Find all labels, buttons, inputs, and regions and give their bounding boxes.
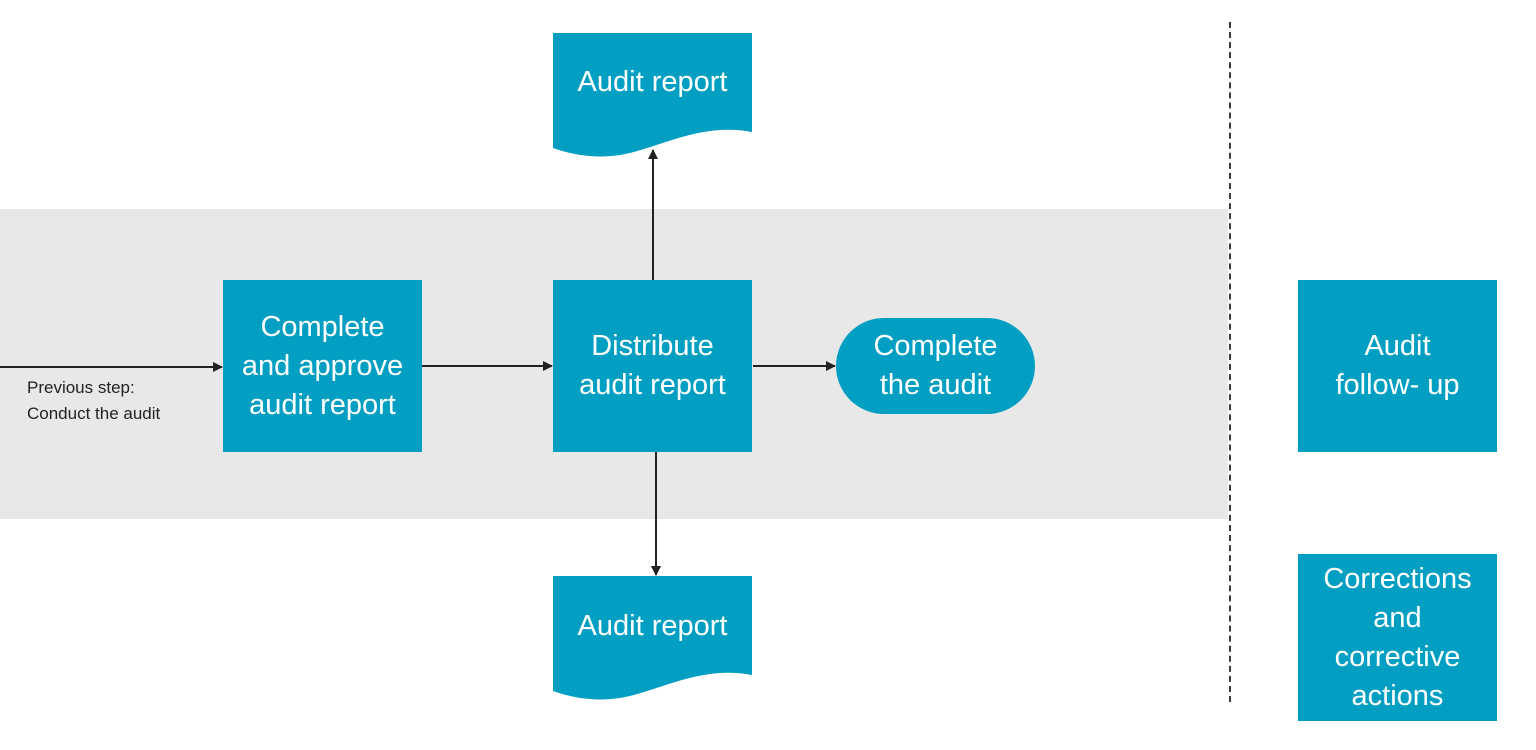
audit-report-top-label: Audit report bbox=[577, 65, 728, 98]
corrections-and-corrective-actions-box: Corrections and corrective actions bbox=[1298, 554, 1497, 721]
box-line: Complete bbox=[260, 310, 385, 343]
box-line: the audit bbox=[879, 369, 992, 401]
box-line: actions bbox=[1351, 679, 1444, 712]
phase-divider-line bbox=[1229, 22, 1231, 702]
box-line: and bbox=[1373, 601, 1422, 634]
box-line: Complete bbox=[873, 330, 998, 362]
box-line: Corrections bbox=[1323, 562, 1472, 595]
complete-and-approve-audit-report-box: Complete and approve audit report bbox=[223, 280, 422, 452]
document-shape-top bbox=[553, 33, 752, 157]
box-line: Audit bbox=[1364, 330, 1431, 362]
box-line: corrective bbox=[1334, 640, 1461, 673]
box-line: follow- up bbox=[1335, 369, 1460, 401]
box-line: and approve bbox=[241, 349, 404, 382]
audit-report-bottom-label: Audit report bbox=[577, 609, 728, 642]
box-line: Distribute bbox=[591, 330, 714, 362]
audit-follow-up-box: Audit follow- up bbox=[1298, 280, 1497, 452]
distribute-audit-report-box: Distribute audit report bbox=[553, 280, 752, 452]
box-line: audit report bbox=[579, 369, 726, 401]
previous-step-note: Previous step: Conduct the audit bbox=[27, 375, 160, 427]
complete-the-audit-terminal: Complete the audit bbox=[836, 318, 1035, 414]
box-line: audit report bbox=[249, 388, 396, 421]
document-shape-bottom bbox=[553, 576, 752, 700]
previous-step-label: Previous step: bbox=[27, 378, 135, 397]
previous-step-name: Conduct the audit bbox=[27, 404, 161, 423]
